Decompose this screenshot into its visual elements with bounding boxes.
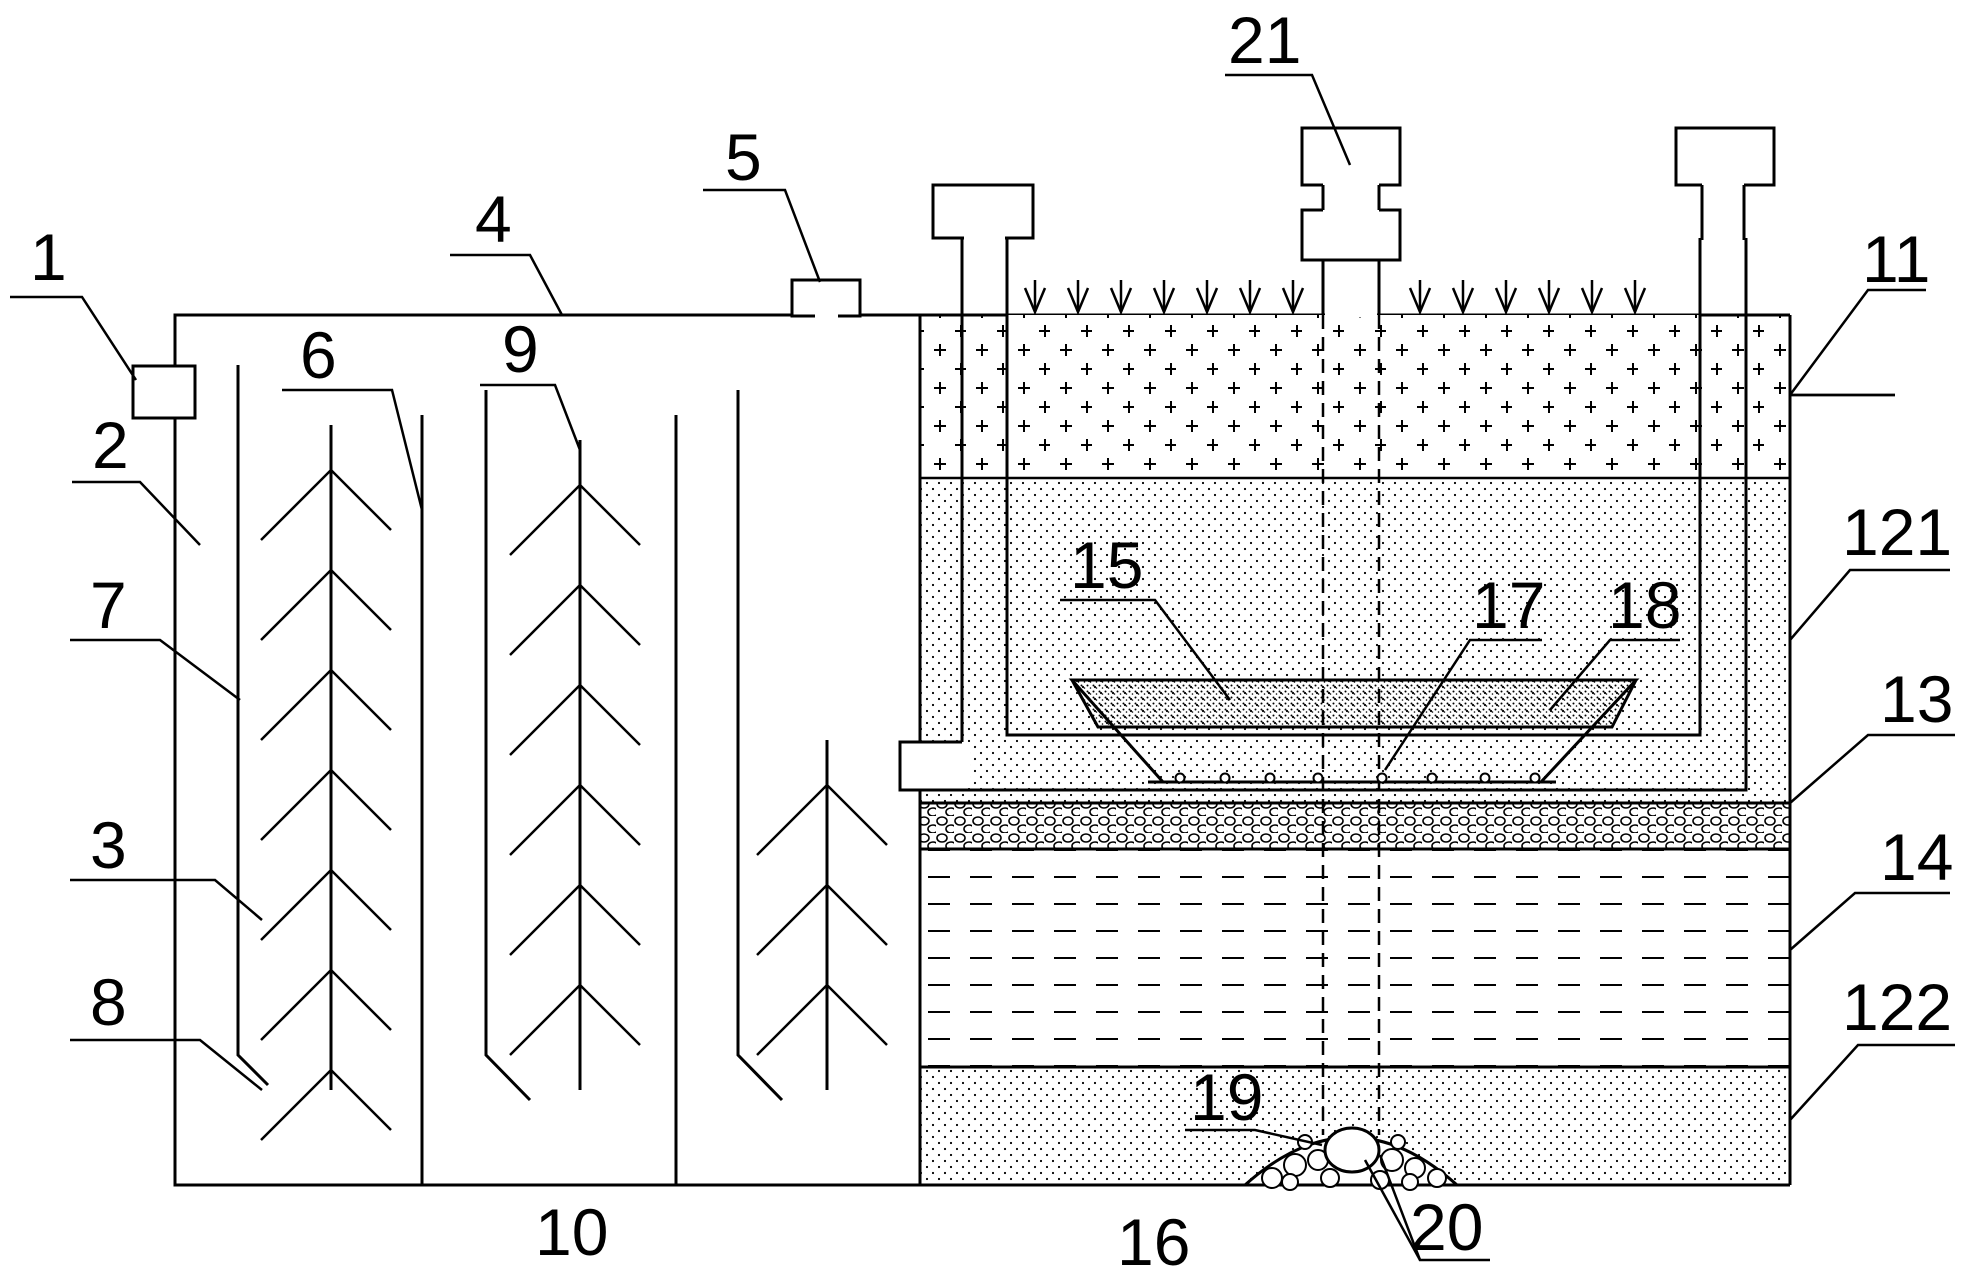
layer-13-gravel	[920, 803, 1790, 849]
mound-stones	[1261, 1134, 1447, 1191]
plant-symbol-4	[1195, 280, 1219, 316]
vent-21-bottom	[1300, 208, 1402, 262]
pipe-hole-5	[1426, 772, 1438, 784]
mound-stone-11	[1390, 1134, 1406, 1150]
fiber-carrier-1	[260, 425, 392, 1141]
label-15: 15	[1070, 528, 1143, 602]
pipe-hole-1	[1219, 772, 1231, 784]
plant-symbol-11	[1580, 280, 1604, 316]
label-122: 122	[1842, 970, 1952, 1044]
label-1: 1	[30, 220, 67, 294]
pipe-hole-6	[1479, 772, 1491, 784]
plant-symbol-3	[1152, 280, 1176, 316]
baffle-7	[236, 365, 270, 1087]
plant-symbols	[1023, 280, 1647, 316]
label-4: 4	[475, 182, 512, 256]
label-20: 20	[1410, 1190, 1483, 1264]
mound-stone-3	[1281, 1173, 1299, 1191]
mound-stone-8	[1320, 1168, 1340, 1188]
mound-stone-7	[1401, 1173, 1419, 1191]
fiber-carrier-3	[756, 740, 888, 1090]
label-6: 6	[300, 318, 337, 392]
pipe-holes	[1174, 772, 1541, 784]
label-9: 9	[502, 312, 539, 386]
vent-21-top	[1300, 126, 1402, 187]
label-5: 5	[725, 120, 762, 194]
label-19: 19	[1190, 1060, 1263, 1134]
layer-14	[920, 849, 1790, 1067]
vent-5	[790, 278, 862, 318]
label-18: 18	[1608, 568, 1681, 642]
label-2: 2	[92, 408, 129, 482]
label-21: 21	[1228, 3, 1301, 77]
filter-media-15	[1069, 678, 1639, 729]
label-8: 8	[90, 965, 127, 1039]
fiber-carriers	[260, 425, 888, 1141]
plant-symbol-2	[1109, 280, 1133, 316]
tank-outline	[173, 313, 922, 1187]
plant-symbol-0	[1023, 280, 1047, 316]
label-121: 121	[1842, 495, 1952, 569]
inner-pipe	[1005, 238, 1702, 737]
label-13: 13	[1880, 662, 1953, 736]
label-14: 14	[1880, 820, 1953, 894]
plant-symbol-6	[1281, 280, 1305, 316]
plant-symbol-7	[1408, 280, 1432, 316]
plant-symbol-12	[1623, 280, 1647, 316]
outlet-19	[1323, 1126, 1381, 1174]
left-tank	[131, 278, 922, 1187]
pipe-hole-0	[1174, 772, 1186, 784]
label-16: 16	[1117, 1205, 1190, 1279]
pipe-cap-right	[1674, 126, 1776, 187]
plant-symbol-1	[1066, 280, 1090, 316]
pipe-hole-2	[1264, 772, 1276, 784]
pipe-cap-left	[931, 183, 1035, 240]
callout-labels: 1 2 7 3 8 4 5 6 9 10 16 21 11 121 13 14 …	[30, 3, 1953, 1279]
mound-stone-0	[1261, 1167, 1283, 1189]
label-11: 11	[1862, 222, 1931, 296]
label-3: 3	[90, 808, 127, 882]
pipe-hole-7	[1529, 772, 1541, 784]
pipe-hole-4	[1376, 772, 1388, 784]
pipe-hole-3	[1312, 772, 1324, 784]
mound-stone-1	[1283, 1153, 1307, 1177]
plant-symbol-8	[1451, 280, 1475, 316]
label-17: 17	[1472, 568, 1545, 642]
mound-stone-6	[1427, 1168, 1447, 1188]
leader-lines	[10, 73, 1955, 1262]
plant-symbol-10	[1537, 280, 1561, 316]
plant-symbol-5	[1238, 280, 1262, 316]
inlet-1	[131, 364, 197, 420]
baffle-d	[736, 390, 784, 1102]
wetland	[898, 126, 1792, 1191]
label-7: 7	[90, 568, 127, 642]
label-10: 10	[535, 1195, 608, 1269]
plant-symbol-9	[1494, 280, 1518, 316]
baffle-c	[484, 390, 532, 1102]
fiber-carrier-2	[509, 440, 641, 1090]
